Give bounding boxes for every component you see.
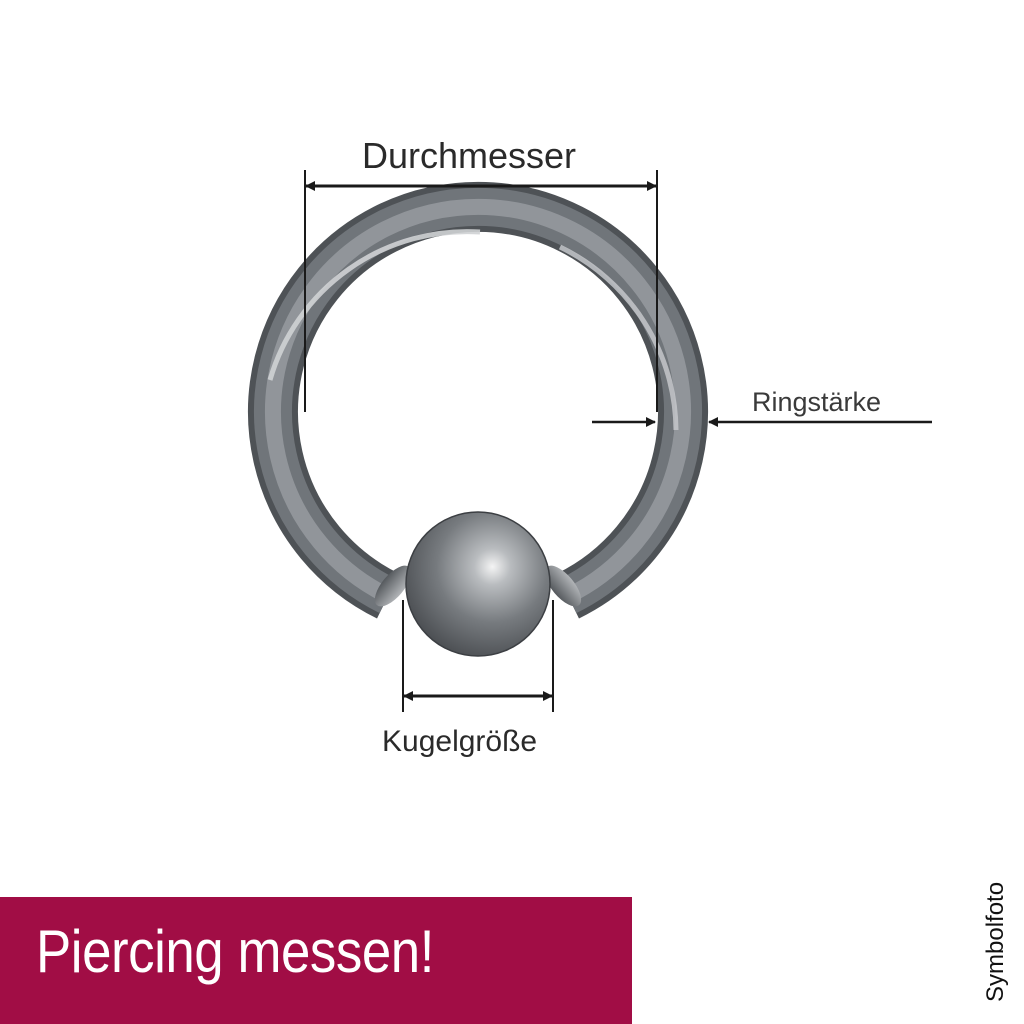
title-banner: Piercing messen! bbox=[0, 897, 632, 1024]
symbol-photo-label: Symbolfoto bbox=[982, 881, 1009, 1002]
banner-title: Piercing messen! bbox=[36, 918, 434, 985]
diameter-dimension bbox=[304, 170, 658, 412]
ring-thickness-label: Ringstärke bbox=[752, 387, 882, 417]
ball-icon bbox=[405, 511, 551, 657]
ball-size-dimension bbox=[402, 600, 554, 712]
ball-size-label: Kugelgröße bbox=[382, 725, 538, 758]
ring-icon bbox=[248, 181, 708, 619]
diameter-label: Durchmesser bbox=[362, 135, 577, 176]
